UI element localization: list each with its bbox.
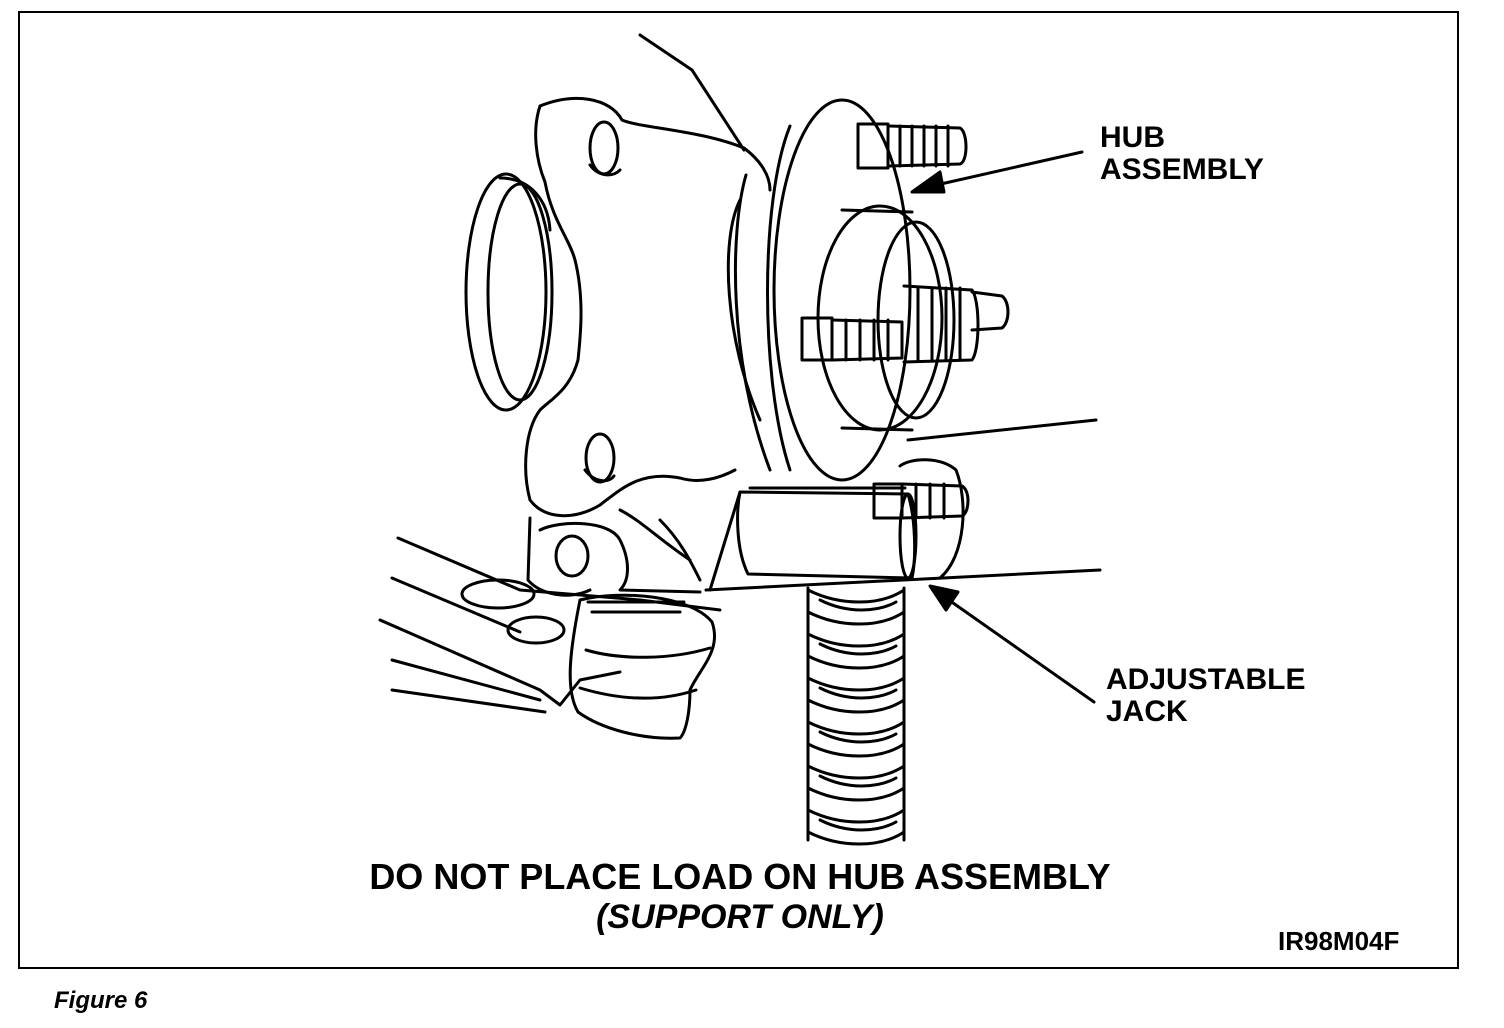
adjustable-jack (704, 418, 1102, 846)
figure-caption: Figure 6 (54, 987, 148, 1014)
jack-screw-thread (806, 586, 906, 846)
warning-subcaption: (SUPPORT ONLY) (596, 898, 884, 936)
adjustable-jack-label-line1: ADJUSTABLE (1106, 663, 1306, 696)
jack-leader-arrow (928, 584, 1096, 704)
steering-knuckle (464, 33, 772, 597)
hub-assembly-label: HUB ASSEMBLY (1100, 122, 1264, 185)
jack-arrowhead (928, 584, 960, 612)
figure-frame (18, 11, 1459, 969)
hub-assembly-label-line1: HUB (1100, 121, 1165, 154)
hub-arrowhead (910, 170, 946, 194)
hub-assembly-label-line2: ASSEMBLY (1100, 152, 1264, 186)
warning-caption: DO NOT PLACE LOAD ON HUB ASSEMBLY (369, 856, 1111, 897)
hub-assembly (766, 98, 1010, 580)
figure-code: IR98M04F (1278, 926, 1400, 956)
adjustable-jack-label: ADJUSTABLE JACK (1106, 664, 1305, 727)
lower-control-arm (378, 536, 722, 740)
adjustable-jack-label-line2: JACK (1106, 694, 1188, 728)
hub-leader-arrow (910, 150, 1084, 194)
wheel-studs (800, 122, 1010, 520)
